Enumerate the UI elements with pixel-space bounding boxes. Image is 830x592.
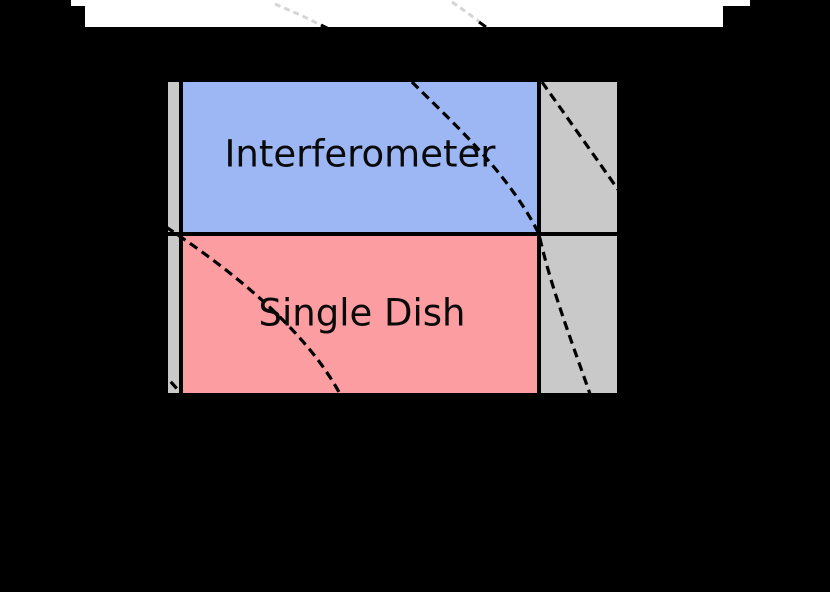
region-label-single-dish: Single Dish — [258, 291, 466, 335]
partition-vline-right — [537, 82, 541, 393]
partition-vline-left — [179, 82, 183, 393]
partition-hline — [168, 232, 617, 236]
region-label-interferometer: Interferometer — [224, 132, 496, 176]
white-band — [85, 0, 723, 27]
